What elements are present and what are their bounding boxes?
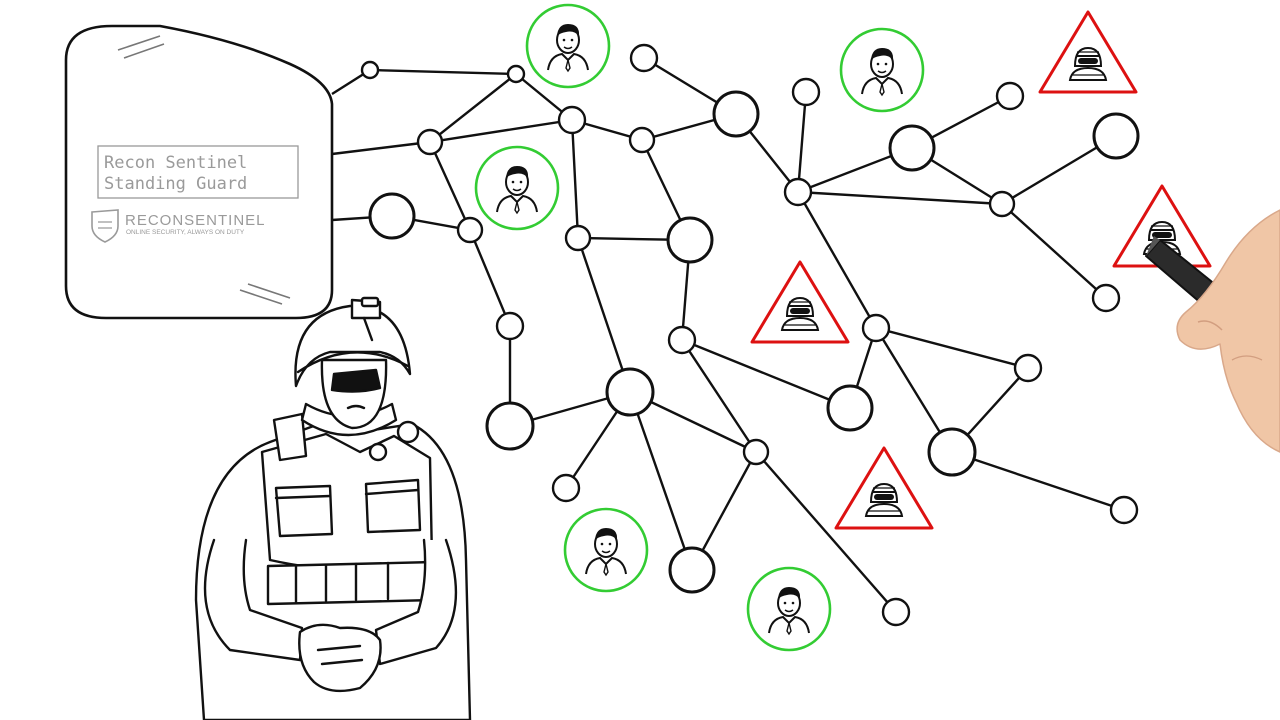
user-avatar-icon xyxy=(525,3,611,89)
user-avatar-icon xyxy=(746,566,832,652)
network-node xyxy=(888,124,936,172)
network-node xyxy=(1092,112,1140,160)
hacker-warning-icon xyxy=(1038,10,1138,94)
network-node xyxy=(668,546,716,594)
network-node xyxy=(495,311,525,341)
brand-name-recon: RECON xyxy=(125,212,184,229)
network-node xyxy=(416,128,444,156)
title-line-1: Recon Sentinel xyxy=(104,153,247,173)
brand-tagline: ONLINE SECURITY, ALWAYS ON DUTY xyxy=(126,229,245,236)
info-panel: Recon Sentinel Standing Guard RECONSENTI… xyxy=(64,24,334,320)
network-node xyxy=(667,325,697,355)
network-node xyxy=(551,473,581,503)
network-nodes xyxy=(360,43,1140,627)
shield-logo-icon xyxy=(91,209,119,243)
network-node xyxy=(881,597,911,627)
network-node xyxy=(485,401,535,451)
network-node xyxy=(368,192,416,240)
panel-outline xyxy=(64,24,334,320)
network-node xyxy=(564,224,592,252)
network-node xyxy=(1091,283,1121,313)
network-node xyxy=(557,105,587,135)
panel-glare-marks xyxy=(117,35,165,59)
soldier-illustration xyxy=(194,296,472,720)
network-node xyxy=(791,77,821,107)
title-line-2: Standing Guard xyxy=(104,174,247,194)
hacker-warning-icon xyxy=(750,260,850,344)
title-frame xyxy=(97,145,299,199)
network-node xyxy=(456,216,484,244)
user-avatar-icon xyxy=(839,27,925,113)
network-node xyxy=(628,126,656,154)
hacker-warning-icon xyxy=(834,446,934,530)
network-node xyxy=(742,438,770,466)
network-node xyxy=(360,60,380,80)
threats xyxy=(750,10,1212,530)
network-node xyxy=(783,177,813,207)
network-node xyxy=(1013,353,1043,383)
safe-users xyxy=(474,3,925,652)
network-node xyxy=(861,313,891,343)
network-node xyxy=(506,64,526,84)
network-node xyxy=(605,367,655,417)
network-node xyxy=(712,90,760,138)
user-avatar-icon xyxy=(474,145,560,231)
user-avatar-icon xyxy=(563,507,649,593)
network-node xyxy=(1109,495,1139,525)
network-node xyxy=(826,384,874,432)
network-node xyxy=(988,190,1016,218)
network-node xyxy=(666,216,714,264)
network-node xyxy=(629,43,659,73)
network-node xyxy=(995,81,1025,111)
brand-name-sentinel: SENTINEL xyxy=(184,212,265,229)
panel-glare-marks xyxy=(239,283,291,305)
network-node xyxy=(927,427,977,477)
brand-name: RECONSENTINEL xyxy=(125,212,266,229)
hand-with-marker xyxy=(1145,209,1280,453)
